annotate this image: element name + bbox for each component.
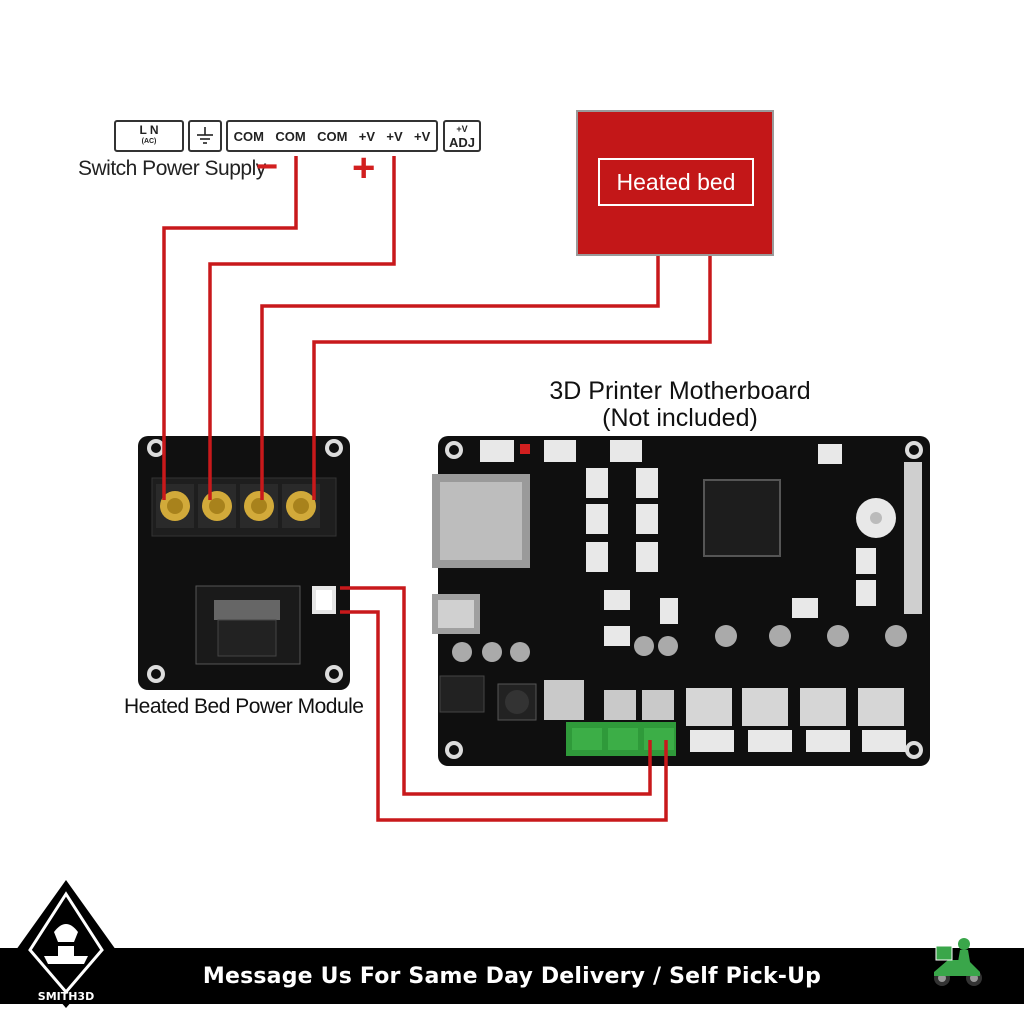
smith3d-logo — [16, 880, 116, 1008]
psu-ac-terminals: L N (AC) — [114, 120, 184, 152]
motherboard-title: 3D Printer Motherboard (Not included) — [500, 378, 860, 432]
power-module-label: Heated Bed Power Module — [124, 695, 364, 718]
heated-bed-label: Heated bed — [598, 158, 754, 206]
psu-output-com-3: COM — [317, 128, 348, 144]
heated-bed: Heated bed — [576, 110, 774, 256]
wire-signal-1 — [340, 586, 652, 796]
brand-name: SMITH3D — [37, 990, 95, 1003]
wire-signal-2 — [340, 610, 668, 822]
psu-output-v-1: +V — [358, 128, 376, 144]
wires — [162, 156, 712, 822]
ground-icon — [197, 127, 213, 144]
power-module-board — [138, 436, 350, 690]
psu-output-com-2: COM — [275, 128, 306, 144]
psu-adj-top: +V — [456, 124, 468, 134]
psu-ground-terminal — [188, 120, 222, 152]
motherboard-title-line1: 3D Printer Motherboard — [549, 377, 811, 405]
psu-dc-terminals: COM COM COM +V +V +V — [226, 120, 438, 152]
motherboard-board — [432, 436, 930, 766]
footer-message: Message Us For Same Day Delivery / Self … — [202, 963, 822, 989]
psu-adj-terminal: +V ADJ — [443, 120, 481, 152]
wire-bed-2 — [312, 256, 712, 500]
psu-title: Switch Power Supply — [78, 157, 266, 180]
wire-psu-negative — [162, 156, 298, 500]
wire-psu-positive — [208, 156, 396, 500]
delivery-scooter-icon — [934, 938, 982, 986]
footer-bar: Message Us For Same Day Delivery / Self … — [0, 948, 1024, 1004]
psu-output-v-2: +V — [386, 128, 403, 144]
psu-output-com-1: COM — [233, 128, 265, 144]
psu-plus-sign: + — [352, 146, 376, 190]
psu-adj-bottom: ADJ — [448, 135, 475, 150]
psu-ac-sub: (AC) — [141, 138, 157, 145]
motherboard-title-line2: (Not included) — [602, 404, 758, 432]
psu-ac-label: L N — [139, 123, 159, 137]
wire-bed-1 — [260, 256, 660, 500]
psu-output-v-3: +V — [414, 128, 431, 144]
motherboard-power-terminal — [566, 722, 676, 756]
psu-minus-sign: − — [256, 146, 279, 188]
